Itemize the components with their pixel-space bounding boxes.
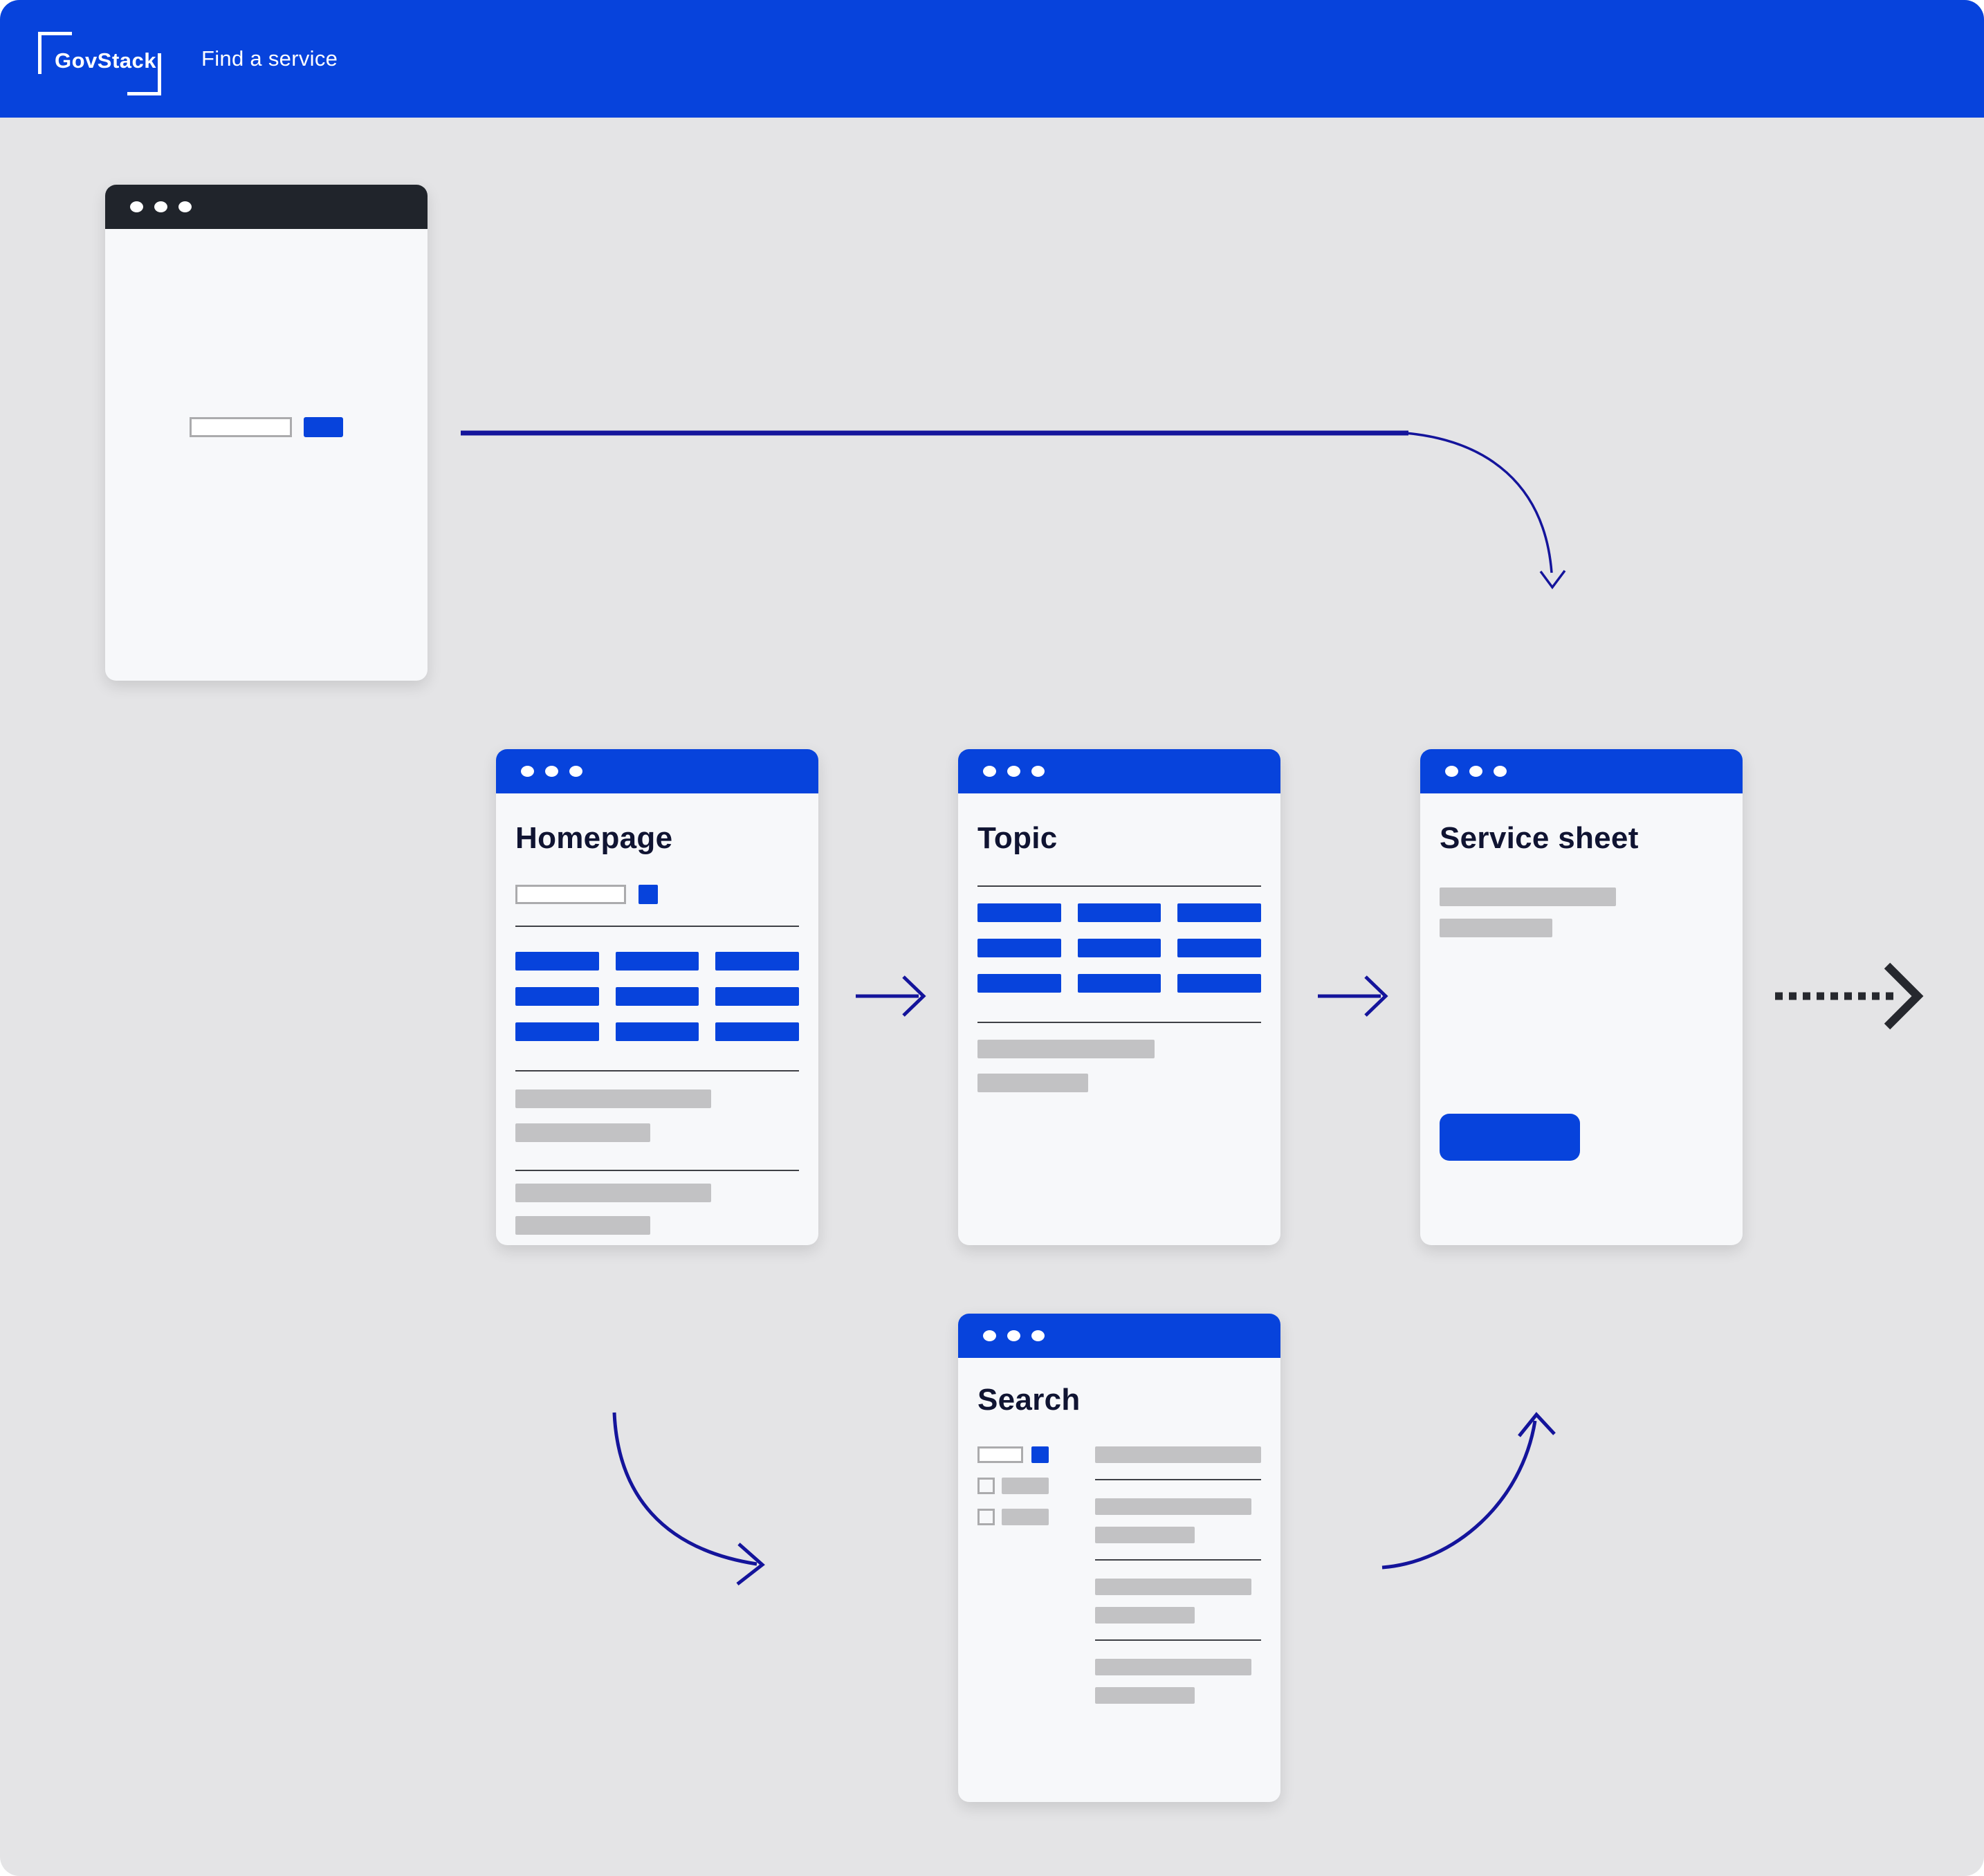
window-homepage: Homepage [496, 749, 818, 1245]
search-submit-button[interactable] [1031, 1446, 1049, 1463]
filter-label-placeholder [1002, 1478, 1049, 1494]
window-chrome [105, 185, 428, 229]
window-dot-icon [1007, 1330, 1020, 1341]
page-title: Find a service [201, 46, 338, 71]
text-placeholder [977, 1074, 1088, 1092]
divider [977, 885, 1261, 887]
window-chrome [958, 1314, 1280, 1358]
text-placeholder [1440, 919, 1552, 937]
text-placeholder [515, 1089, 711, 1108]
link-placeholder[interactable] [615, 952, 699, 971]
arrow-start-to-middle [461, 430, 1566, 589]
window-search: Search [958, 1314, 1280, 1802]
result-placeholder [1095, 1579, 1251, 1595]
result-placeholder [1095, 1498, 1251, 1515]
link-placeholder[interactable] [1177, 974, 1261, 993]
link-placeholder[interactable] [715, 987, 799, 1006]
divider [515, 1170, 799, 1171]
text-placeholder [515, 1123, 650, 1142]
window-dot-icon [983, 766, 996, 777]
text-placeholder [1440, 888, 1616, 906]
window-dot-icon [1031, 766, 1045, 777]
window-topic: Topic [958, 749, 1280, 1245]
arrow-search-to-service-sheet [1381, 1412, 1556, 1570]
search-results-list [1095, 1446, 1261, 1704]
arrow-service-sheet-next-dotted [1775, 962, 1924, 1030]
link-placeholder[interactable] [615, 1022, 699, 1041]
cta-button[interactable] [1440, 1114, 1580, 1161]
window-chrome [1420, 749, 1743, 793]
link-placeholder[interactable] [1077, 903, 1161, 922]
link-placeholder[interactable] [1177, 903, 1261, 922]
app-header: GovStack Find a service [0, 0, 1984, 118]
window-start [105, 185, 428, 681]
divider [977, 1022, 1261, 1023]
result-placeholder [1095, 1607, 1195, 1624]
link-placeholder[interactable] [515, 952, 599, 971]
link-placeholder[interactable] [515, 1022, 599, 1041]
start-search-row [105, 417, 428, 437]
homepage-link-grid [515, 952, 799, 1041]
search-input[interactable] [515, 885, 626, 904]
window-chrome [958, 749, 1280, 793]
logo-text: GovStack [55, 48, 157, 73]
window-dot-icon [154, 201, 167, 212]
window-title: Homepage [515, 821, 673, 855]
search-submit-button[interactable] [304, 417, 343, 437]
link-placeholder[interactable] [715, 1022, 799, 1041]
result-placeholder [1095, 1659, 1251, 1675]
link-placeholder[interactable] [977, 939, 1061, 957]
result-placeholder [1095, 1446, 1261, 1463]
search-submit-button[interactable] [639, 885, 658, 904]
link-placeholder[interactable] [1077, 939, 1161, 957]
text-placeholder [515, 1216, 650, 1235]
link-placeholder[interactable] [615, 987, 699, 1006]
link-placeholder[interactable] [1177, 939, 1261, 957]
search-input[interactable] [977, 1446, 1023, 1463]
window-title: Search [977, 1383, 1081, 1417]
window-service-sheet: Service sheet [1420, 749, 1743, 1245]
homepage-search-row [515, 885, 799, 904]
window-dot-icon [569, 766, 582, 777]
window-dot-icon [178, 201, 192, 212]
text-placeholder [977, 1040, 1155, 1058]
text-placeholder [515, 1184, 711, 1202]
divider [1095, 1479, 1261, 1480]
link-placeholder[interactable] [715, 952, 799, 971]
result-placeholder [1095, 1527, 1195, 1543]
window-dot-icon [1007, 766, 1020, 777]
window-dot-icon [130, 201, 143, 212]
arrow-homepage-to-topic [856, 975, 926, 1017]
window-dot-icon [1469, 766, 1482, 777]
divider [515, 1070, 799, 1072]
filter-checkbox[interactable] [977, 1478, 995, 1494]
logo-bracket-bottom-right-icon [127, 53, 161, 95]
filter-label-placeholder [1002, 1509, 1049, 1525]
window-chrome [496, 749, 818, 793]
search-input[interactable] [190, 417, 292, 437]
window-title: Service sheet [1440, 821, 1639, 855]
divider [1095, 1639, 1261, 1641]
link-placeholder[interactable] [1077, 974, 1161, 993]
arrow-topic-to-service-sheet [1318, 975, 1388, 1017]
window-title: Topic [977, 821, 1058, 855]
window-dot-icon [1445, 766, 1458, 777]
arrow-homepage-to-search [612, 1412, 765, 1585]
link-placeholder[interactable] [515, 987, 599, 1006]
filter-checkbox[interactable] [977, 1509, 995, 1525]
divider [515, 926, 799, 927]
window-dot-icon [521, 766, 534, 777]
link-placeholder[interactable] [977, 974, 1061, 993]
window-dot-icon [1494, 766, 1507, 777]
window-dot-icon [1031, 1330, 1045, 1341]
window-dot-icon [545, 766, 558, 777]
topic-link-grid [977, 903, 1261, 993]
result-placeholder [1095, 1687, 1195, 1704]
divider [1095, 1559, 1261, 1561]
govstack-logo: GovStack [38, 32, 161, 95]
search-filters [977, 1446, 1067, 1704]
window-dot-icon [983, 1330, 996, 1341]
logo-bracket-top-left-icon [38, 32, 72, 74]
link-placeholder[interactable] [977, 903, 1061, 922]
